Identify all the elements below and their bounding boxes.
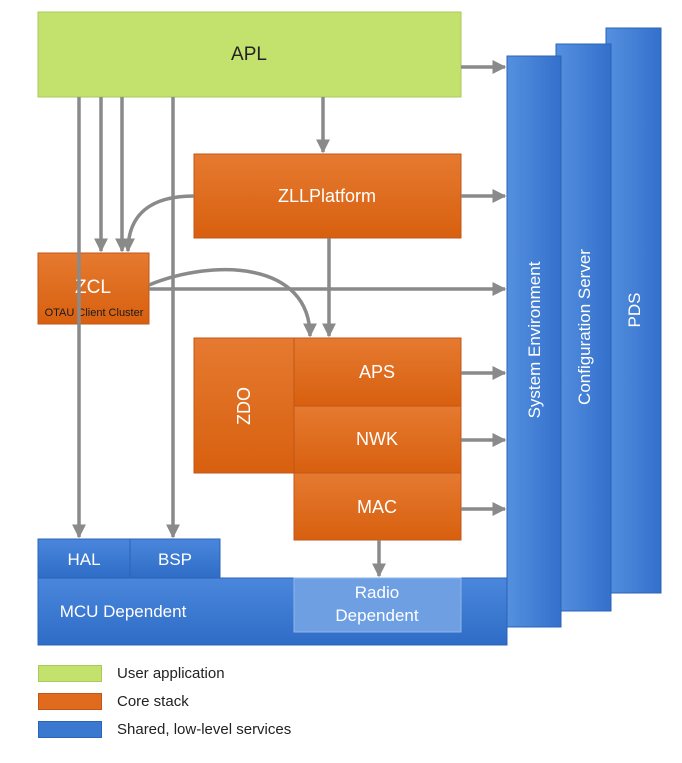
hal-block: HAL xyxy=(37,538,131,579)
aps-block: APS xyxy=(293,337,462,407)
legend-item-core-stack: Core stack xyxy=(38,691,189,711)
system-environment-block: System Environment xyxy=(506,55,562,628)
radio-dependent-block: Radio Dependent xyxy=(293,577,462,633)
apl-block: APL xyxy=(37,11,462,98)
zcl-sublabel: OTAU Client Cluster xyxy=(45,307,144,319)
zcl-label: ZCL xyxy=(75,277,111,298)
legend-swatch-user-application xyxy=(38,664,102,682)
legend-swatch-core-stack xyxy=(38,692,102,710)
bsp-label: BSP xyxy=(158,550,192,569)
bsp-block: BSP xyxy=(129,538,221,579)
zcl-block: ZCL OTAU Client Cluster xyxy=(37,252,150,325)
aps-label: APS xyxy=(359,362,395,382)
legend-label: Shared, low-level services xyxy=(117,720,292,738)
legend-swatch-shared-services xyxy=(38,720,102,738)
arrow-zllplatform-to-zcl xyxy=(121,194,195,253)
radio-dependent-label-line1: Radio xyxy=(355,583,399,602)
radio-dependent-label-line2: Dependent xyxy=(335,606,418,625)
legend-label: Core stack xyxy=(117,692,189,710)
zdo-block: ZDO xyxy=(193,337,295,474)
arrows xyxy=(72,60,507,578)
apl-label: APL xyxy=(231,44,267,65)
legend-label: User application xyxy=(117,664,225,682)
zdo-label: ZDO xyxy=(234,387,254,425)
pds-block: PDS xyxy=(605,27,662,594)
configuration-server-block: Configuration Server xyxy=(555,43,612,612)
hal-label: HAL xyxy=(67,550,100,569)
mac-label: MAC xyxy=(357,497,397,517)
configuration-server-label: Configuration Server xyxy=(575,249,594,405)
pds-label: PDS xyxy=(625,293,644,328)
legend-item-user-application: User application xyxy=(38,663,225,683)
mac-block: MAC xyxy=(293,472,462,541)
zllplatform-block: ZLLPlatform xyxy=(193,153,462,239)
legend-item-shared-services: Shared, low-level services xyxy=(38,719,291,739)
zllplatform-label: ZLLPlatform xyxy=(278,186,376,206)
nwk-block: NWK xyxy=(293,405,462,474)
system-environment-label: System Environment xyxy=(525,261,544,418)
nwk-label: NWK xyxy=(356,429,398,449)
mcu-dependent-label: MCU Dependent xyxy=(60,602,187,621)
arrow-zcl-to-aps xyxy=(148,268,317,338)
